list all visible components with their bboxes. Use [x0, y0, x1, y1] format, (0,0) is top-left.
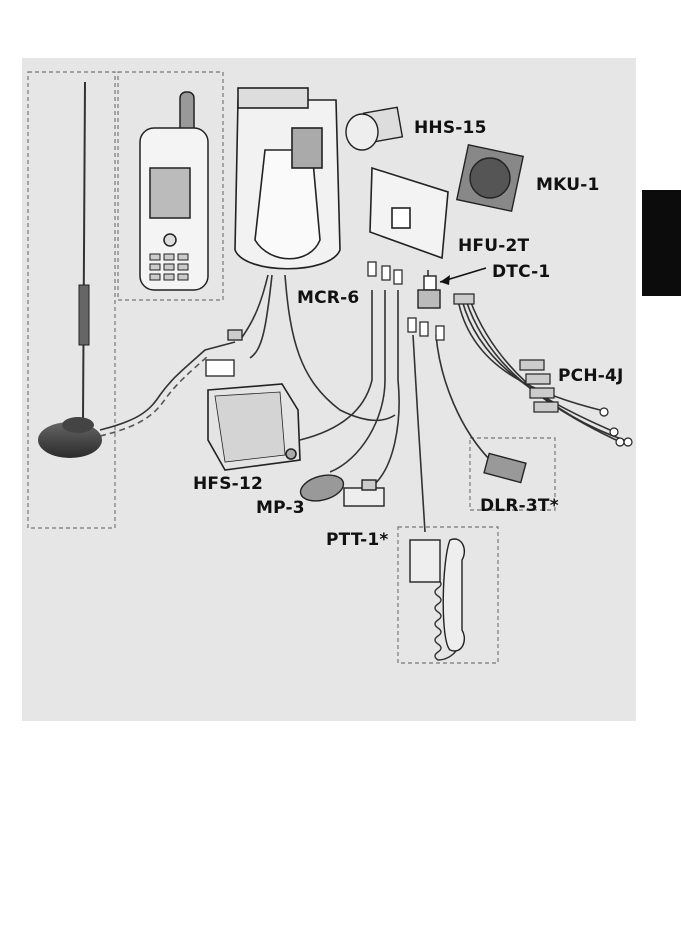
hfu2t-unit [370, 168, 448, 258]
label-mp3: MP-3 [256, 498, 305, 518]
mp3-microphone [298, 471, 347, 506]
hhs15-holder [346, 107, 402, 150]
label-ptt1: PTT-1* [326, 530, 389, 550]
label-mku1: MKU-1 [536, 175, 599, 195]
label-dtc1: DTC-1 [492, 262, 550, 282]
handset-cable [413, 335, 425, 532]
magnetic-antenna [38, 82, 102, 458]
antenna-cable-outer [100, 356, 208, 436]
label-hfs12: HFS-12 [193, 474, 263, 494]
label-dlr3t: DLR-3T* [480, 496, 559, 516]
label-hfu2t: HFU-2T [458, 236, 529, 256]
mcr-power-cable [250, 275, 272, 358]
label-mcr6: MCR-6 [297, 288, 359, 308]
handheld-radio [140, 92, 208, 290]
label-hhs15: HHS-15 [414, 118, 487, 138]
ptt1-switch [344, 480, 384, 506]
dlr-cable [436, 335, 492, 462]
antenna-group-outline [28, 72, 115, 528]
inline-connector [206, 330, 242, 376]
hfs12-speaker [208, 384, 300, 470]
mku1-unit [457, 145, 523, 211]
mp3-cable [330, 290, 385, 472]
dlr3t-cable [484, 453, 526, 482]
dtc1-arrowhead [440, 275, 450, 285]
label-pch4j: PCH-4J [558, 366, 624, 386]
mcr6-cradle [235, 88, 340, 269]
dtc1-adapter [418, 276, 440, 308]
pch-wire-1 [458, 300, 600, 410]
